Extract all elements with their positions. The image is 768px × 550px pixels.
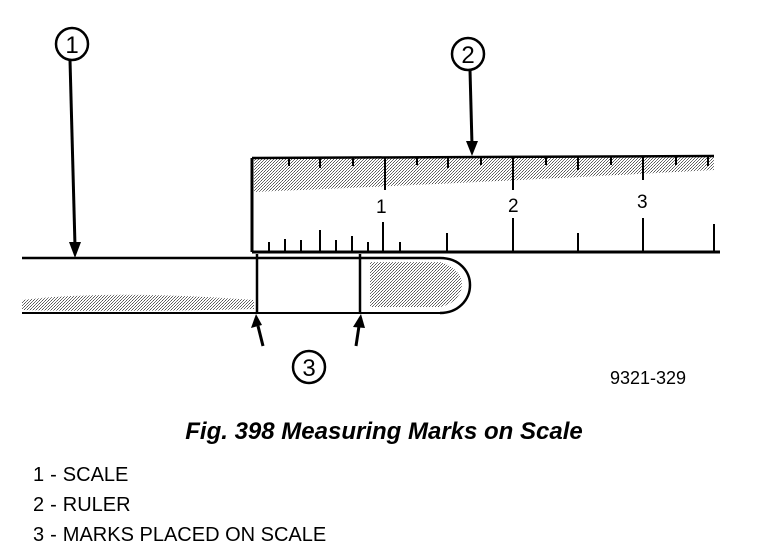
callout-3: 3: [251, 314, 365, 385]
legend-num: 1: [33, 464, 45, 486]
figure-id: 9321-329: [610, 368, 686, 388]
legend-sep: -: [50, 524, 57, 546]
legend: 1-SCALE 2-RULER 3-MARKS PLACED ON SCALE: [33, 460, 326, 550]
ruler: 1 2 3: [250, 154, 720, 254]
ruler-bottom-ticks: [268, 218, 715, 252]
scale-bar: [22, 256, 472, 315]
ruler-number-2: 2: [508, 196, 519, 217]
legend-item: 1-SCALE: [33, 460, 326, 490]
callout-3-arrow-left: [256, 325, 265, 347]
legend-sep: -: [50, 464, 57, 486]
legend-num: 3: [33, 524, 45, 546]
ruler-top-ticks: [288, 156, 709, 190]
callout-2-number: 2: [461, 42, 474, 69]
callout-1-arrowhead: [69, 242, 81, 258]
scale-marks: [255, 254, 362, 313]
callout-1-arrow: [68, 59, 77, 247]
legend-sep: -: [50, 494, 57, 516]
callout-3-number: 3: [302, 355, 315, 382]
callout-2-arrowhead: [466, 141, 478, 156]
callout-3-arrowhead-right: [353, 314, 365, 328]
callout-1: 1: [54, 26, 90, 258]
legend-num: 2: [33, 494, 45, 516]
legend-label: SCALE: [62, 464, 129, 486]
callout-2: 2: [450, 36, 486, 156]
legend-label: MARKS PLACED ON SCALE: [62, 524, 327, 546]
callout-2-arrow: [468, 69, 474, 146]
figure-caption: Fig. 398 Measuring Marks on Scale: [185, 418, 583, 445]
callout-3-arrowhead-left: [251, 314, 262, 328]
legend-item: 2-RULER: [33, 490, 326, 520]
callout-3-arrow-right: [354, 325, 361, 347]
legend-item: 3-MARKS PLACED ON SCALE: [33, 520, 326, 550]
ruler-number-3: 3: [637, 192, 648, 213]
legend-label: RULER: [62, 494, 131, 516]
ruler-number-1: 1: [376, 197, 387, 218]
callout-1-number: 1: [65, 32, 78, 59]
